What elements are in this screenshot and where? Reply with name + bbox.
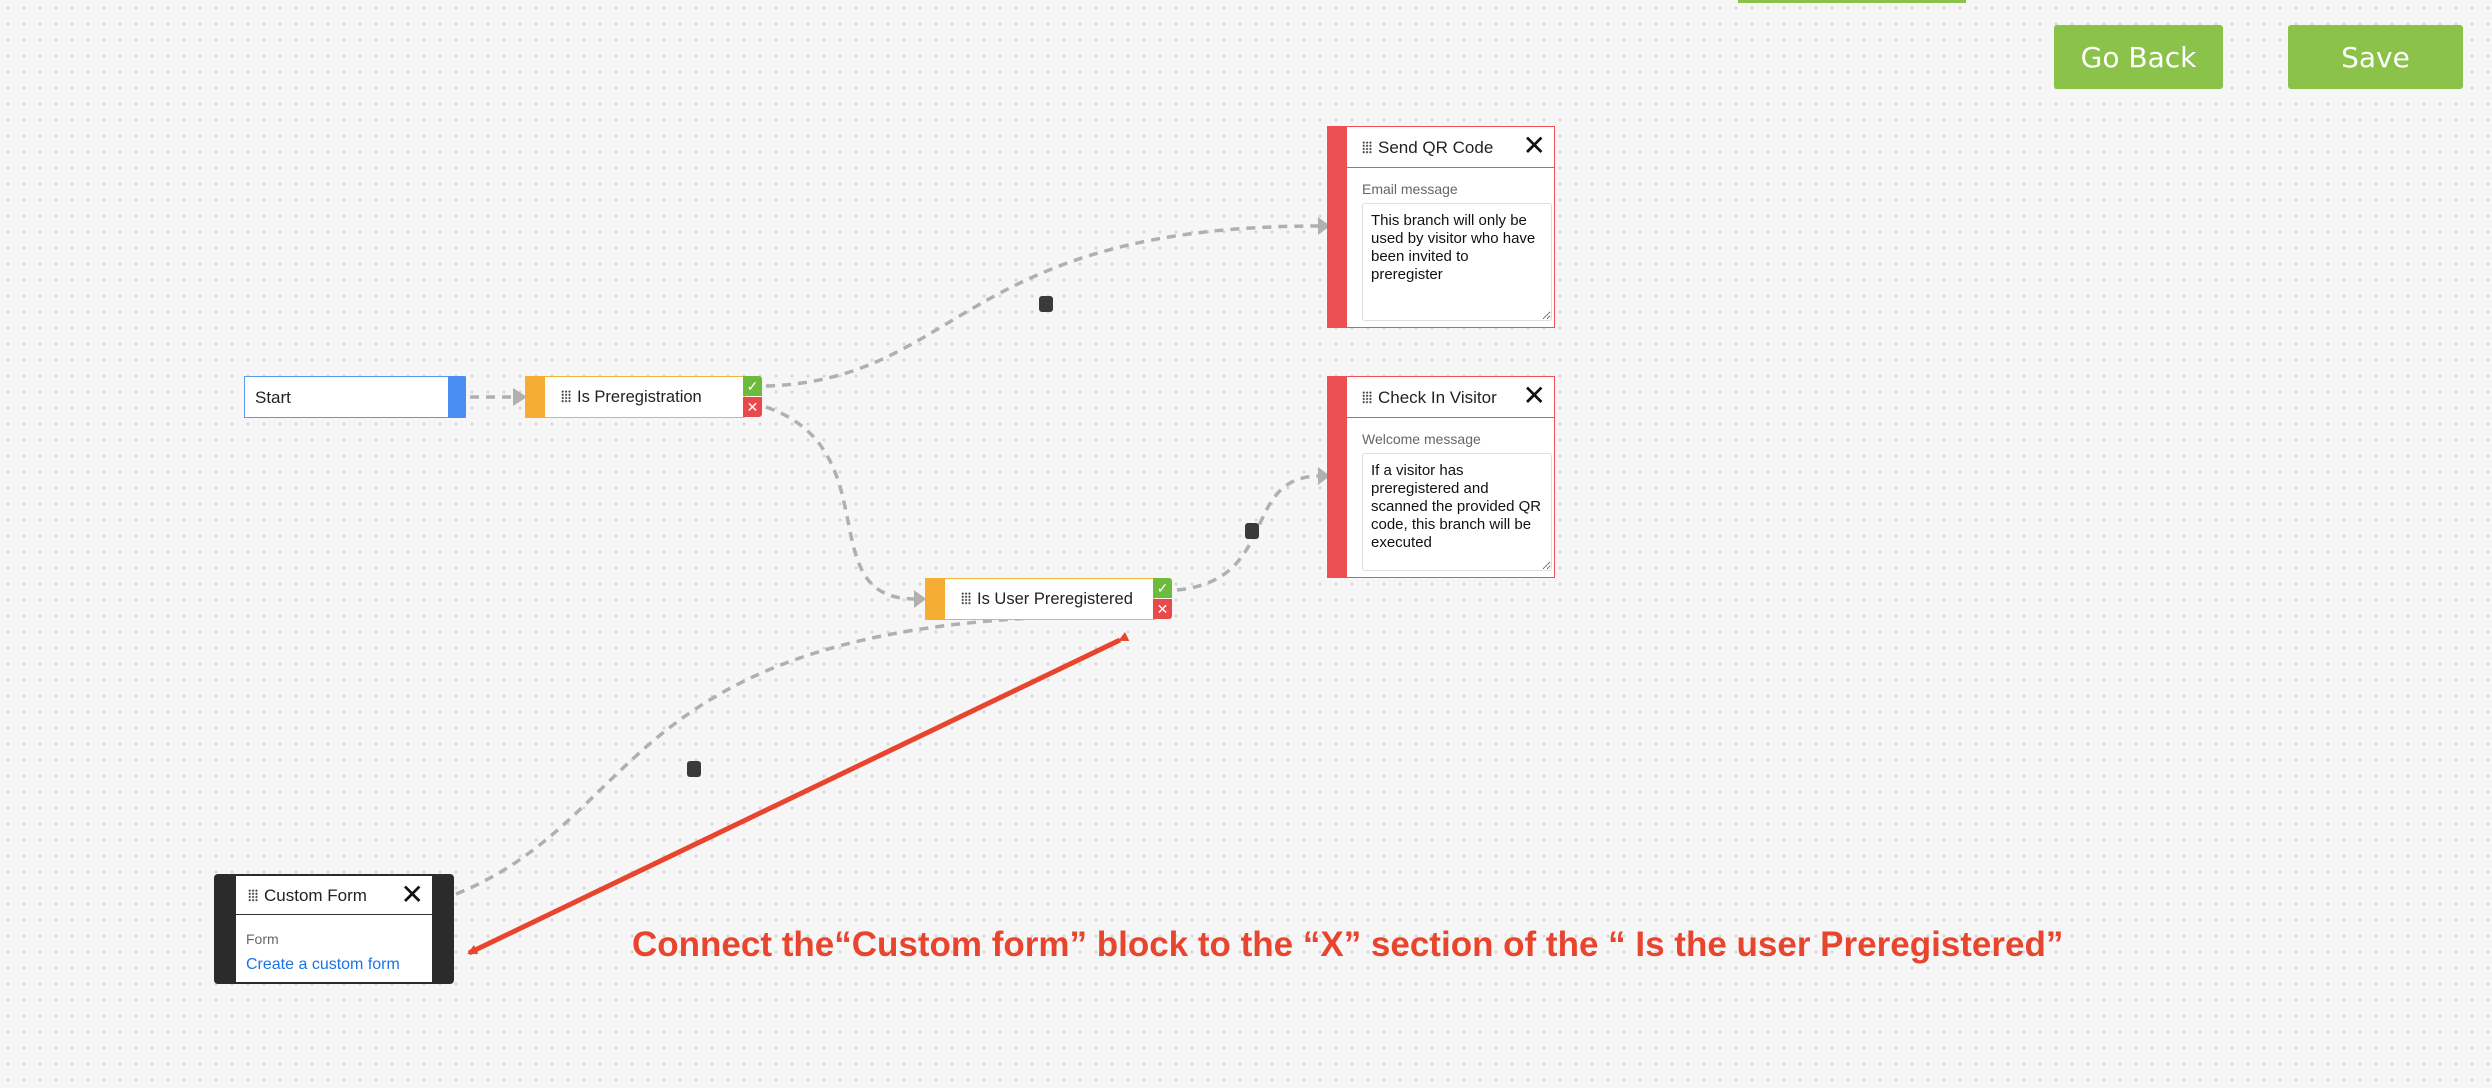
- custom-form-node[interactable]: Custom Form ✕ Form Create a custom form: [214, 874, 454, 984]
- no-output-x-icon[interactable]: ✕: [743, 397, 762, 417]
- welcome-message-label: Welcome message: [1362, 431, 1481, 447]
- form-label: Form: [246, 931, 279, 947]
- custom-form-body: Custom Form ✕ Form Create a custom form: [236, 876, 432, 982]
- drag-handle-icon[interactable]: [1362, 141, 1372, 154]
- start-node-label: Start: [255, 388, 291, 407]
- close-icon[interactable]: ✕: [400, 878, 424, 911]
- yes-output-check-icon[interactable]: ✓: [1153, 578, 1172, 598]
- close-icon[interactable]: ✕: [1522, 129, 1546, 162]
- node-header: Check In Visitor ✕: [1347, 377, 1554, 418]
- email-message-label: Email message: [1362, 181, 1458, 197]
- connector-handle[interactable]: [687, 761, 701, 777]
- email-message-field[interactable]: This branch will only be used by visitor…: [1362, 203, 1552, 321]
- drag-handle-icon[interactable]: [561, 390, 571, 403]
- go-back-button[interactable]: Go Back: [2054, 25, 2223, 89]
- node-header: Custom Form ✕: [236, 876, 432, 915]
- drag-handle-icon[interactable]: [961, 592, 971, 605]
- node-drag-bar[interactable]: [1327, 126, 1347, 328]
- is-preregistration-node[interactable]: Is Preregistration ✓ ✕: [525, 376, 762, 418]
- send-qr-code-title: Send QR Code: [1378, 138, 1494, 157]
- yes-output-check-icon[interactable]: ✓: [743, 376, 762, 396]
- drag-handle-icon[interactable]: [248, 889, 258, 902]
- start-node-output-handle[interactable]: [448, 376, 466, 418]
- start-node[interactable]: Start: [244, 376, 466, 418]
- connector-handle[interactable]: [1039, 296, 1053, 312]
- is-user-preregistered-label: Is User Preregistered: [977, 590, 1133, 608]
- create-custom-form-link[interactable]: Create a custom form: [246, 956, 400, 973]
- node-drag-bar[interactable]: [1327, 376, 1347, 578]
- check-in-visitor-title: Check In Visitor: [1378, 388, 1497, 407]
- annotation-text: Connect the“Custom form” block to the “X…: [632, 925, 2064, 964]
- node-drag-bar[interactable]: [925, 578, 945, 620]
- no-output-x-icon[interactable]: ✕: [1153, 599, 1172, 619]
- connector-custom-form-to-is-user-preregistered: [455, 616, 1033, 896]
- connector-is-preregistration-no-to-is-user-preregistered: [765, 405, 915, 601]
- custom-form-title: Custom Form: [264, 886, 367, 905]
- drag-handle-icon[interactable]: [1362, 391, 1372, 404]
- is-user-preregistered-node[interactable]: Is User Preregistered ✓ ✕: [925, 578, 1172, 620]
- top-tab-indicator: [1738, 0, 1966, 3]
- save-button[interactable]: Save: [2288, 25, 2463, 89]
- node-header: Send QR Code ✕: [1347, 127, 1554, 168]
- connector-handle[interactable]: [1245, 523, 1259, 539]
- annotation-arrow: [467, 632, 1130, 956]
- is-preregistration-label: Is Preregistration: [577, 388, 702, 406]
- welcome-message-field[interactable]: If a visitor has preregistered and scann…: [1362, 453, 1552, 571]
- send-qr-code-node[interactable]: Send QR Code ✕ Email message This branch…: [1327, 126, 1555, 328]
- node-drag-bar[interactable]: [525, 376, 545, 418]
- check-in-visitor-node[interactable]: Check In Visitor ✕ Welcome message If a …: [1327, 376, 1555, 578]
- close-icon[interactable]: ✕: [1522, 379, 1546, 412]
